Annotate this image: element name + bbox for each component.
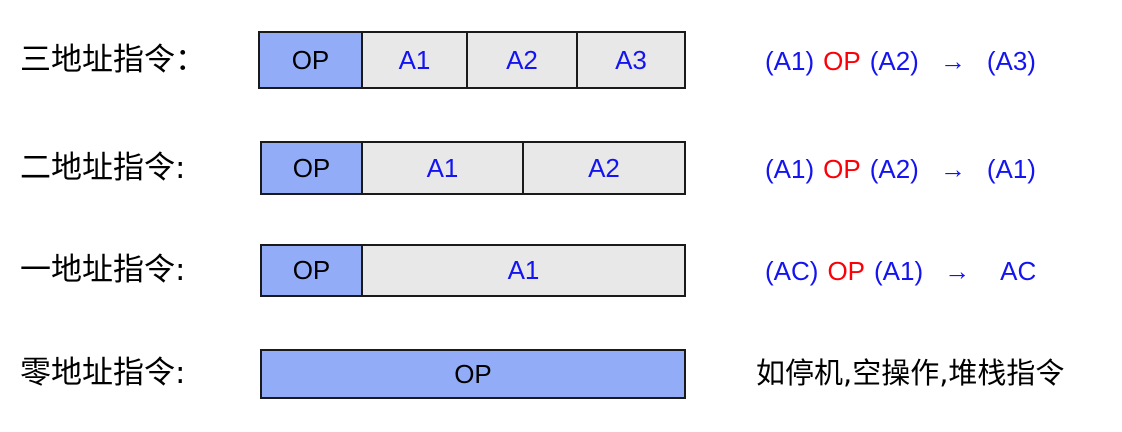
semantics-operator: OP [823,154,861,184]
field-op: OP [262,246,363,295]
row-label-zero-address: 零地址指令: [20,355,186,391]
instruction-fields-three-address: OP A1 A2 A3 [258,31,686,89]
arrow-icon: → [939,154,966,184]
row-label-one-address: 一地址指令: [20,252,186,288]
field-a2: A2 [468,33,578,87]
instruction-row-three-address: 三地址指令： OP A1 A2 A3 (A1) OP (A2) → (A3) [0,31,1122,89]
row-label-three-address: 三地址指令： [20,42,206,78]
instruction-row-two-address: 二地址指令: OP A1 A2 (A1) OP (A2) → (A1) [0,141,1122,195]
semantics-destination: (A3) [986,46,1036,76]
instruction-fields-one-address: OP A1 [260,244,686,297]
semantics-operand1: (A1) [765,154,815,184]
row-label-two-address: 二地址指令: [20,150,186,186]
semantics-operator: OP [823,46,861,76]
semantics-destination: (A1) [986,154,1036,184]
field-op: OP [262,143,363,193]
semantics-operand2: (A2) [869,46,919,76]
field-op: OP [262,351,684,397]
field-a2: A2 [524,143,684,193]
field-a3: A3 [578,33,684,87]
semantics-two-address: (A1) OP (A2) → (A1) [765,156,1115,182]
field-a1: A1 [363,33,468,87]
instruction-fields-two-address: OP A1 A2 [260,141,686,195]
semantics-zero-address-note: 如停机,空操作,堆栈指令 [756,356,1065,390]
semantics-operand2: (A2) [869,154,919,184]
instruction-fields-zero-address: OP [260,349,686,399]
semantics-operand1: (A1) [765,46,815,76]
semantics-operand1: (AC) [765,256,819,286]
semantics-three-address: (A1) OP (A2) → (A3) [765,48,1115,74]
semantics-one-address: (AC) OP (A1) → AC [765,258,1115,284]
field-a1: A1 [363,143,524,193]
semantics-operator: OP [827,256,866,286]
instruction-row-zero-address: 零地址指令: OP 如停机,空操作,堆栈指令 [0,349,1122,399]
instruction-row-one-address: 一地址指令: OP A1 (AC) OP (A1) → AC [0,244,1122,297]
semantics-operand2: (A1) [874,256,924,286]
field-op: OP [260,33,363,87]
field-a1: A1 [363,246,684,295]
arrow-icon: → [944,256,971,286]
semantics-destination: AC [1000,256,1037,286]
arrow-icon: → [939,46,966,76]
